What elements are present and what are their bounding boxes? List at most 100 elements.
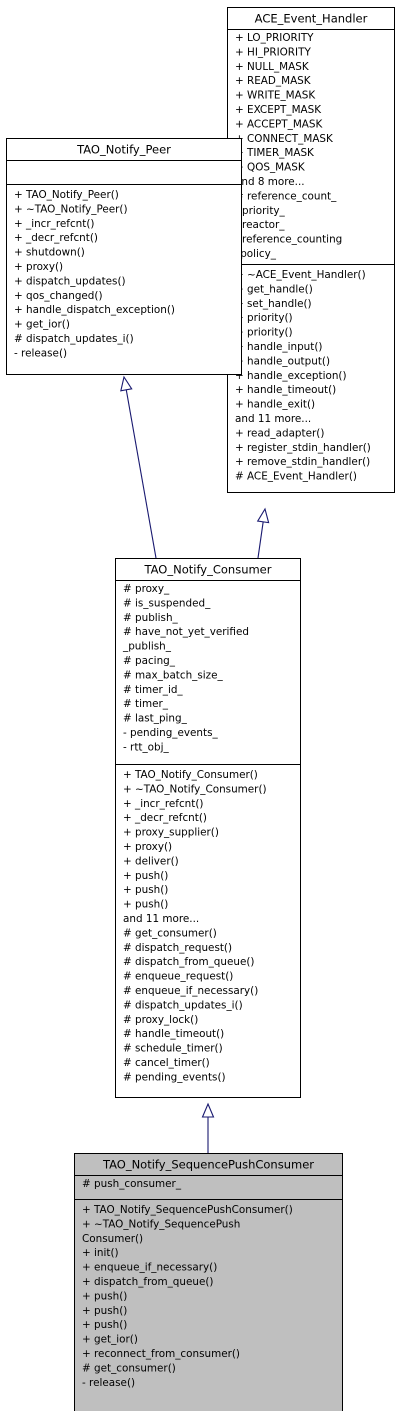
class-method: - release() [82, 1377, 135, 1389]
class-method: + get_ior() [82, 1334, 138, 1346]
class-method: + register_stdin_handler() [235, 442, 371, 454]
class-method: + proxy() [123, 841, 172, 853]
class-method: + push() [123, 870, 168, 882]
class-method: # ACE_Event_Handler() [235, 471, 357, 483]
class-method: # cancel_timer() [123, 1057, 210, 1069]
class-method: + TAO_Notify_Consumer() [123, 769, 258, 781]
class-method: # schedule_timer() [123, 1043, 223, 1055]
class-name: ACE_Event_Handler [255, 12, 368, 26]
class-method: and 11 more... [235, 413, 311, 425]
class-boxes: ACE_Event_Handler+ LO_PRIORITY+ HI_PRIOR… [6, 7, 395, 1411]
class-method: + push() [82, 1305, 127, 1317]
inheritance-edge [256, 507, 270, 559]
class-method: + proxy_supplier() [123, 827, 219, 839]
class-attribute: - reference_counting [235, 234, 342, 246]
class-attribute: + NULL_MASK [235, 61, 310, 73]
class-method: + push() [123, 884, 168, 896]
class-method: # enqueue_request() [123, 971, 233, 983]
class-method: # dispatch_request() [123, 942, 232, 954]
class-method: + get_ior() [14, 319, 70, 331]
class-attribute: + ACCEPT_MASK [235, 118, 323, 130]
class-method: + dispatch_from_queue() [82, 1276, 213, 1288]
class-attribute: # last_ping_ [123, 713, 188, 725]
class-name: TAO_Notify_SequencePushConsumer [102, 1158, 314, 1172]
class-method: + shutdown() [14, 247, 85, 259]
class-method: + handle_dispatch_exception() [14, 304, 175, 316]
class-method: + TAO_Notify_Peer() [14, 189, 119, 201]
class-method: + priority() [235, 312, 293, 324]
class-box-ace-event-handler[interactable]: ACE_Event_Handler+ LO_PRIORITY+ HI_PRIOR… [227, 7, 395, 493]
class-method: + ~TAO_Notify_Peer() [14, 203, 128, 215]
class-method: + proxy() [14, 261, 63, 273]
class-attribute: # timer_id_ [123, 684, 183, 696]
class-method: + _decr_refcnt() [14, 232, 98, 244]
class-method: + push() [82, 1290, 127, 1302]
class-attribute: + TIMER_MASK [235, 147, 315, 159]
class-method: + _incr_refcnt() [14, 218, 94, 230]
edge-line [125, 389, 157, 559]
class-method: + init() [82, 1247, 119, 1259]
class-attribute: # publish_ [123, 612, 179, 624]
class-attribute: + EXCEPT_MASK [235, 104, 322, 116]
class-method: + ~ACE_Event_Handler() [235, 269, 366, 281]
class-method: + handle_output() [235, 355, 330, 367]
class-method: and 11 more... [123, 913, 199, 925]
class-method: - release() [14, 347, 67, 359]
class-attribute: _policy_ [234, 248, 277, 260]
class-method: + remove_stdin_handler() [235, 456, 370, 468]
class-method: + ~TAO_Notify_SequencePush [82, 1218, 240, 1230]
edge-line [257, 521, 264, 559]
class-attribute: + READ_MASK [235, 75, 312, 87]
class-attribute: + CONNECT_MASK [235, 133, 334, 145]
class-box-tao-notify-peer[interactable]: TAO_Notify_Peer+ TAO_Notify_Peer()+ ~TAO… [6, 138, 242, 375]
class-method: + read_adapter() [235, 427, 324, 439]
class-attribute: + QOS_MASK [235, 162, 306, 174]
class-attribute: and 8 more... [235, 176, 305, 188]
class-name: TAO_Notify_Consumer [144, 563, 272, 577]
inheritance-edge [120, 375, 157, 559]
class-method: + TAO_Notify_SequencePushConsumer() [82, 1204, 293, 1216]
class-attribute: - pending_events_ [123, 727, 218, 739]
class-method: + _incr_refcnt() [123, 798, 203, 810]
class-method: + ~TAO_Notify_Consumer() [123, 783, 267, 795]
class-method: + push() [82, 1319, 127, 1331]
class-method: # dispatch_updates_i() [14, 333, 134, 345]
class-method: # dispatch_updates_i() [123, 999, 243, 1011]
hollow-arrowhead-icon [201, 1102, 215, 1118]
class-method: + deliver() [123, 855, 179, 867]
class-method: + dispatch_updates() [14, 275, 126, 287]
class-method: + handle_timeout() [235, 384, 336, 396]
class-method: + handle_exception() [235, 370, 347, 382]
class-attribute: # reference_count_ [235, 190, 337, 202]
class-box-frame [6, 138, 242, 375]
class-attribute: # is_suspended_ [123, 597, 211, 609]
class-method: + reconnect_from_consumer() [82, 1348, 240, 1360]
class-box-tao-notify-sequencepushconsumer[interactable]: TAO_Notify_SequencePushConsumer# push_co… [74, 1153, 343, 1411]
class-method: + push() [123, 899, 168, 911]
class-method: # dispatch_from_queue() [123, 956, 254, 968]
class-box-frame [115, 558, 301, 1098]
class-attribute: + LO_PRIORITY [235, 32, 314, 44]
inheritance-edges [120, 375, 270, 1153]
class-method: + get_handle() [235, 283, 313, 295]
hollow-arrowhead-icon [256, 507, 270, 524]
class-method: + priority() [235, 327, 293, 339]
inheritance-edge [201, 1102, 215, 1153]
class-method: # proxy_lock() [123, 1014, 198, 1026]
class-box-tao-notify-consumer[interactable]: TAO_Notify_Consumer # proxy_ # is_suspende… [115, 558, 301, 1098]
class-attribute: _publish_ [122, 641, 172, 653]
class-attribute: # pacing_ [123, 655, 176, 667]
class-box-frame [74, 1153, 343, 1411]
class-attribute: + WRITE_MASK [235, 90, 316, 102]
hollow-arrowhead-icon [120, 375, 133, 392]
class-method: # get_consumer() [82, 1362, 176, 1374]
class-method: + handle_exit() [235, 399, 315, 411]
class-attribute: # proxy_ [123, 583, 170, 595]
class-attribute: - reactor_ [235, 219, 285, 231]
class-method: # enqueue_if_necessary() [123, 985, 258, 997]
class-method: + qos_changed() [14, 290, 103, 302]
class-box-frame [227, 7, 395, 493]
class-attribute: # timer_ [123, 698, 169, 710]
class-attribute: # max_batch_size_ [123, 669, 224, 681]
